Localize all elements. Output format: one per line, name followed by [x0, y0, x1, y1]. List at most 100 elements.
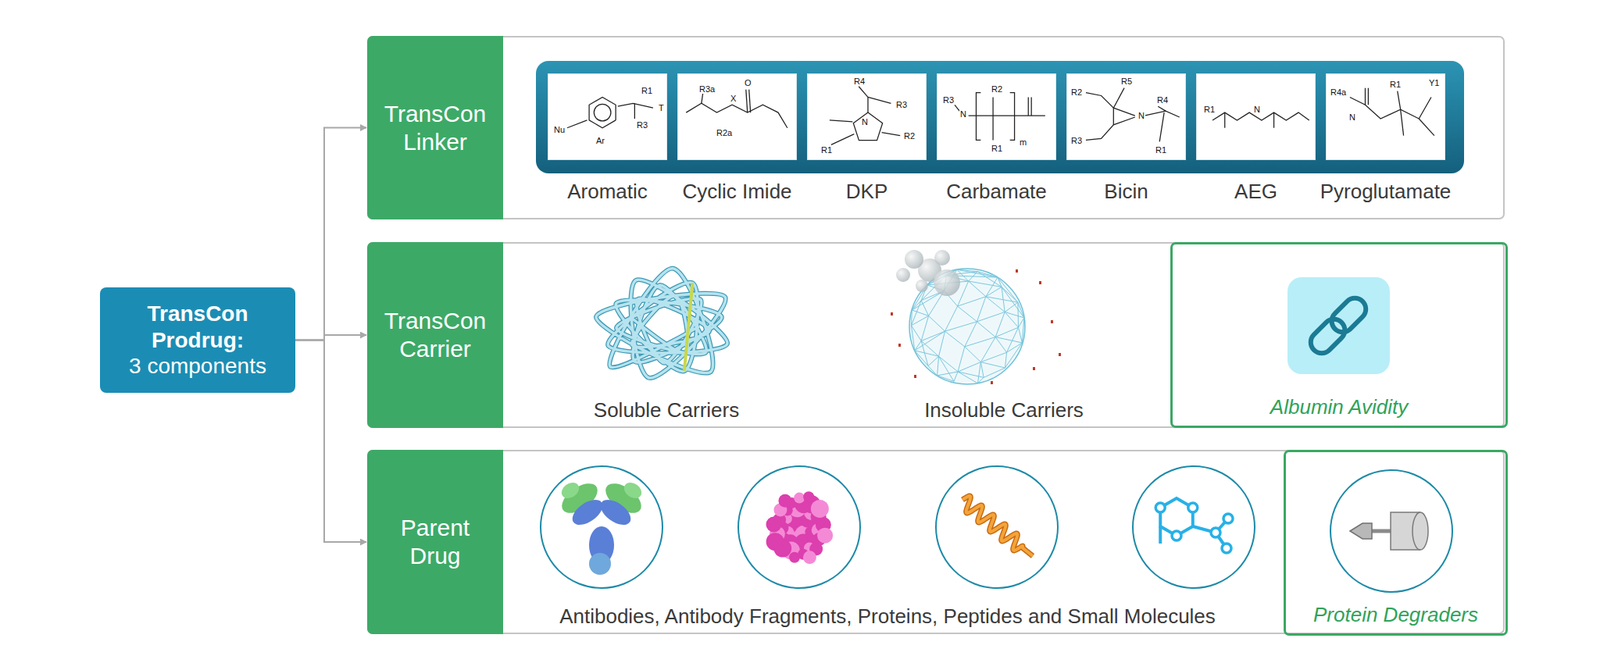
mesh-line: [957, 362, 981, 372]
mesh-line: [937, 371, 958, 376]
degrader-warhead: [1350, 523, 1372, 540]
antibody-domain: [567, 495, 608, 531]
mesh-line: [957, 371, 984, 378]
bond-line: [1113, 107, 1115, 125]
chain-link: [1327, 293, 1371, 337]
bond-line: [1157, 106, 1166, 111]
component-arrow: [295, 340, 367, 543]
illustration-caption: Insoluble Carriers: [924, 398, 1084, 423]
molecule-chain: [1158, 526, 1162, 544]
atom-label: R3: [942, 96, 955, 105]
bond-line: [867, 96, 891, 104]
atom-label: X: [729, 94, 737, 104]
mesh-line: [1017, 327, 1022, 343]
antibody-domain: [589, 553, 611, 575]
atom-label: R1: [1203, 105, 1216, 115]
mesh-line: [1004, 302, 1018, 312]
bond-line: [746, 89, 748, 113]
protein-atom: [766, 532, 785, 551]
mesh-line: [1021, 317, 1025, 343]
atom-label: Ar: [595, 136, 606, 146]
drug-circle: [1330, 470, 1453, 593]
atom-label: R2: [903, 132, 916, 141]
molecule-atom: [1221, 543, 1232, 554]
mesh-line: [995, 337, 1022, 343]
bond-line: [685, 103, 788, 128]
degrader-ligase-binder: [1390, 512, 1429, 550]
mesh-line: [921, 331, 945, 341]
component-panel: TransCon LinkerAromaticNuArR1R3TCyclic I…: [367, 35, 1505, 220]
atom-label: R5: [1120, 77, 1133, 86]
illustration-caption: Soluble Carriers: [593, 398, 740, 423]
bond-line: [1010, 92, 1015, 141]
protein-atom: [803, 491, 815, 503]
linker-structure: DKPR4R3NR2R1: [807, 73, 927, 161]
highlight-caption: Albumin Avidity: [1270, 395, 1408, 420]
atom-label: N: [1253, 105, 1261, 115]
panel-title: TransCon Linker: [378, 100, 493, 157]
drug-circle: [1132, 466, 1255, 589]
atom-label: N: [1137, 111, 1146, 121]
atom-label: R3: [1070, 136, 1083, 146]
atom-label: R1: [1154, 146, 1168, 155]
mesh-line: [1017, 317, 1024, 328]
bond-line: [1159, 112, 1165, 142]
bond-line: [882, 132, 901, 136]
structure-caption: Bicin: [1103, 179, 1148, 204]
chemical-structure: [1326, 74, 1445, 160]
linker-band: [535, 60, 1465, 174]
mesh-line: [1004, 342, 1022, 368]
drug-particle: [1032, 367, 1036, 371]
bond-line: [1085, 117, 1136, 140]
chemical-structure: [678, 74, 797, 160]
bond-line: [617, 103, 654, 108]
mesh-line: [995, 312, 1005, 338]
drug-particle: [990, 381, 993, 385]
molecule-atom: [1223, 514, 1233, 524]
panel-header: Parent Drug: [367, 450, 504, 635]
atom-label: T: [657, 103, 665, 113]
structure-caption: Aromatic: [567, 179, 648, 204]
structure-caption: Cyclic Imide: [682, 179, 792, 204]
mesh-line: [937, 356, 940, 376]
mesh-line: [910, 325, 922, 342]
protein-atom: [803, 550, 817, 565]
mesh-line: [945, 306, 958, 332]
atom-label: m: [1018, 138, 1028, 147]
mesh-line: [1004, 312, 1025, 318]
mesh-line: [985, 296, 1005, 313]
mesh-line: [914, 350, 940, 357]
molecule-atom: [1210, 528, 1221, 538]
link-icon-tile: [1287, 277, 1390, 375]
drug-particle: [1050, 320, 1054, 324]
linker-structure: PyroglutamateR4aNR1Y1: [1325, 73, 1446, 161]
bond-line: [567, 120, 588, 129]
mesh-line: [928, 315, 946, 332]
degrader-face: [1412, 512, 1421, 550]
highlight-box: Albumin Avidity: [1170, 242, 1508, 429]
bond-line: [634, 103, 636, 119]
mesh-line: [977, 362, 981, 384]
protein-atom: [778, 494, 792, 508]
prodrug-box: TransCon Prodrug:3 components: [100, 287, 296, 393]
bond-line: [1273, 112, 1275, 129]
molecule-atom: [1155, 503, 1165, 513]
linker-structure: CarbamateR3NR2R1m: [936, 73, 1057, 161]
atom-label: R3a: [698, 85, 716, 94]
drug-circle: [540, 466, 663, 589]
release-bubble: [934, 250, 950, 266]
mesh-line: [953, 371, 958, 382]
mesh-line: [928, 356, 940, 366]
box-body: 3 components: [128, 353, 267, 380]
mesh-line: [976, 296, 986, 322]
antibody-domain: [558, 479, 583, 503]
atom-label: R3: [635, 121, 649, 130]
linker-structure: AromaticNuArR1R3T: [547, 73, 668, 161]
mesh-line: [957, 269, 978, 272]
drug-particle: [1058, 353, 1061, 357]
bond-line: [831, 134, 854, 146]
aromatic-ring: [593, 103, 611, 122]
mesh-line: [937, 375, 954, 382]
release-bubble: [904, 250, 924, 269]
